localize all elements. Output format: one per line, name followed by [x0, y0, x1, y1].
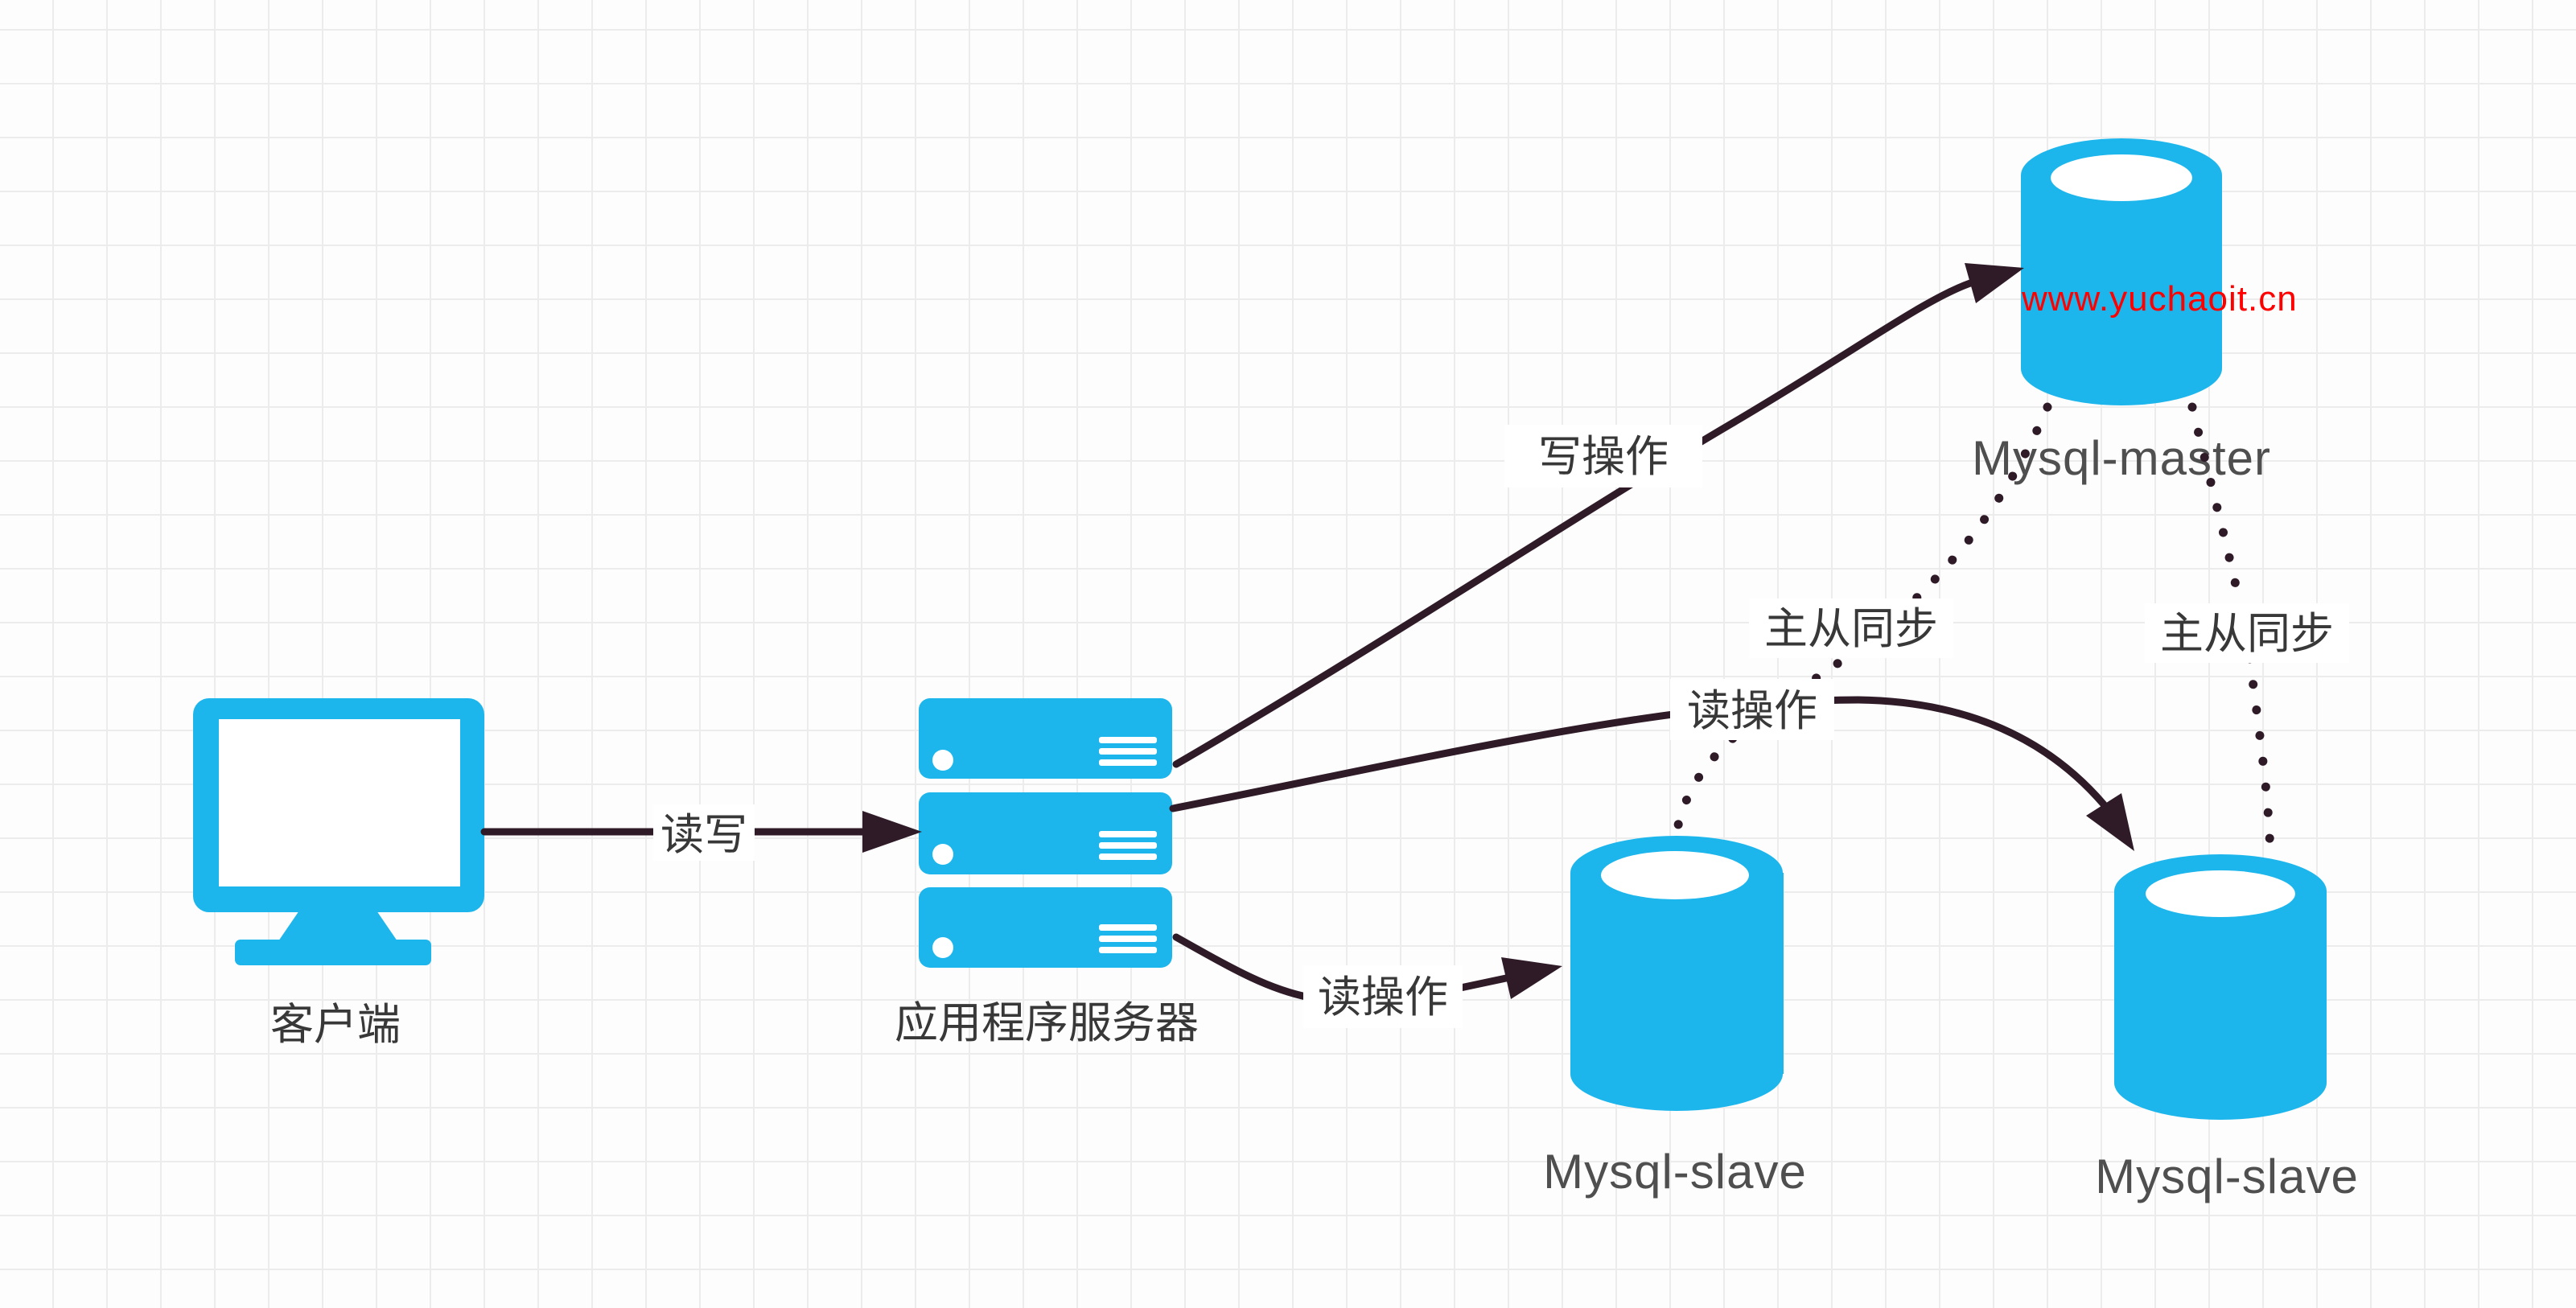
- cylinder-opening: [1601, 851, 1749, 899]
- label-bg-sync-left: [1749, 598, 1953, 658]
- arrowhead-read-write: [862, 811, 922, 853]
- monitor-screen: [219, 719, 460, 886]
- arrowhead-read-op-lower: [1501, 957, 1562, 999]
- label-bg-read-write: [653, 804, 755, 861]
- client-label: 客户端: [270, 1001, 401, 1049]
- server-led-2: [932, 844, 953, 865]
- monitor-stand-base: [235, 940, 431, 965]
- node-shapes: [193, 138, 2327, 1120]
- edge-sync-left-dotted: [1670, 402, 2052, 846]
- edge-read-op-lower-segment-1: [1172, 933, 1314, 1002]
- edge-label-backgrounds: [653, 425, 2349, 1028]
- edge-label-read-op-lower: 读操作: [1318, 973, 1448, 1022]
- mysql-slave-left-label: Mysql-slave: [1543, 1145, 1807, 1199]
- edge-label-sync-left: 主从同步: [1764, 605, 1938, 653]
- edge-label-read-write: 读写: [660, 811, 747, 859]
- mysql-master-icon: [2021, 138, 2222, 405]
- mysql-slave-right-icon: [2114, 854, 2327, 1120]
- mysql-slave-right-label: Mysql-slave: [2095, 1150, 2359, 1203]
- cylinder-opening: [2051, 154, 2192, 201]
- edge-label-sync-right: 主从同步: [2160, 610, 2334, 658]
- edges: [480, 279, 2275, 1002]
- label-bg-sync-right: [2145, 603, 2349, 663]
- server-vents: [1099, 737, 1157, 953]
- client-monitor-icon: [193, 698, 484, 965]
- edge-labels: 读写 写操作 读操作 读操作 主从同步 主从同步: [660, 433, 2334, 1022]
- label-bg-read-op-lower: [1303, 965, 1463, 1028]
- label-bg-read-op-upper: [1670, 679, 1834, 740]
- app-server-icon: [919, 698, 1172, 968]
- monitor-stand-neck: [278, 911, 397, 941]
- edge-label-write-op: 写操作: [1538, 433, 1669, 481]
- server-led-3: [932, 937, 953, 958]
- edge-read-op-upper: [1169, 696, 2108, 812]
- server-led-1: [932, 750, 953, 771]
- edge-label-read-op-upper: 读操作: [1687, 687, 1817, 735]
- label-bg-write-op: [1504, 425, 1702, 487]
- app-server-label: 应用程序服务器: [895, 999, 1199, 1047]
- mysql-slave-left-icon: [1570, 836, 1784, 1111]
- arrowheads: [862, 263, 2134, 999]
- server-box-1: [919, 698, 1172, 779]
- edge-write-op: [1172, 279, 1974, 768]
- arrowhead-read-op-upper: [2086, 793, 2134, 851]
- node-labels: 客户端 应用程序服务器 Mysql-master Mysql-slave Mys…: [270, 431, 2359, 1203]
- arrowhead-write-op: [1965, 263, 2024, 303]
- cylinder-opening: [2146, 870, 2295, 917]
- mysql-master-label: Mysql-master: [1972, 431, 2271, 485]
- watermark-text: www.yuchaoit.cn: [2021, 279, 2298, 319]
